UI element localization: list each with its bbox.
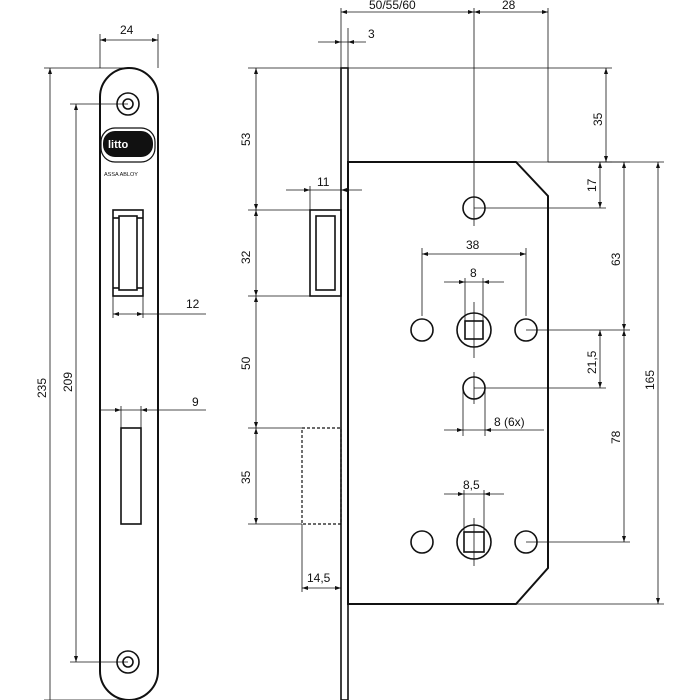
- dim-fixing-holes: 8 (6x): [494, 415, 525, 429]
- dim-case-offset: 28: [502, 0, 516, 12]
- dead-bolt: [301, 427, 342, 525]
- dim-case-top: 35: [591, 112, 605, 126]
- faceplate-view: litto ASSA ABLOY: [99, 67, 159, 700]
- dim-lower-gap: 21,5: [585, 350, 599, 374]
- dim-follower-square: 8: [470, 266, 477, 280]
- dim-screw-spacing: 209: [61, 372, 75, 392]
- brand-logo: litto ASSA ABLOY: [100, 127, 156, 178]
- logo-sub-text: ASSA ABLOY: [104, 172, 138, 178]
- latch-bolt: [309, 209, 342, 297]
- faceplate-outline: [99, 67, 159, 700]
- lock-case: [347, 161, 549, 605]
- faceplate-latch-slot: [112, 209, 144, 297]
- dim-case-height: 165: [643, 370, 657, 390]
- dim-latch-height: 32: [239, 250, 253, 264]
- turn-left-hole: [410, 530, 434, 554]
- latch-bolt-inner: [315, 215, 336, 291]
- dim-latch-to-bolt: 50: [239, 356, 253, 370]
- lock-body-dimensions: 50/55/60 28 3 11 53 32 50 35: [239, 0, 664, 605]
- dim-latch-projection: 11: [317, 175, 330, 189]
- dim-turn-square: 8,5: [463, 478, 480, 492]
- dim-follower-pitch: 63: [609, 252, 623, 266]
- dim-faceplate-width: 24: [120, 23, 134, 37]
- dim-total-length: 235: [35, 378, 49, 398]
- logo-brand-text: litto: [108, 139, 128, 151]
- dim-center-distance: 78: [609, 430, 623, 444]
- faceplate-bolt-slot: [120, 427, 142, 525]
- dim-latch-slot-width: 12: [186, 297, 200, 311]
- faceplate-dimensions: 24 235 209 12 9: [35, 23, 206, 700]
- dim-faceplate-thickness: 3: [368, 27, 375, 41]
- dim-bolt-slot-width: 9: [192, 395, 199, 409]
- dim-bolt-projection: 14,5: [307, 571, 331, 585]
- dim-bolt-height: 35: [239, 470, 253, 484]
- dim-backset: 50/55/60: [369, 0, 416, 12]
- lock-faceplate-edge: [340, 67, 349, 700]
- lock-body-view: [301, 67, 549, 700]
- dim-top-hole: 17: [585, 178, 599, 192]
- dim-top-to-case: 53: [239, 132, 253, 146]
- dim-hole-spacing: 38: [466, 238, 480, 252]
- faceplate-latch-slot-inner: [118, 215, 138, 291]
- follower-left-hole: [410, 318, 434, 342]
